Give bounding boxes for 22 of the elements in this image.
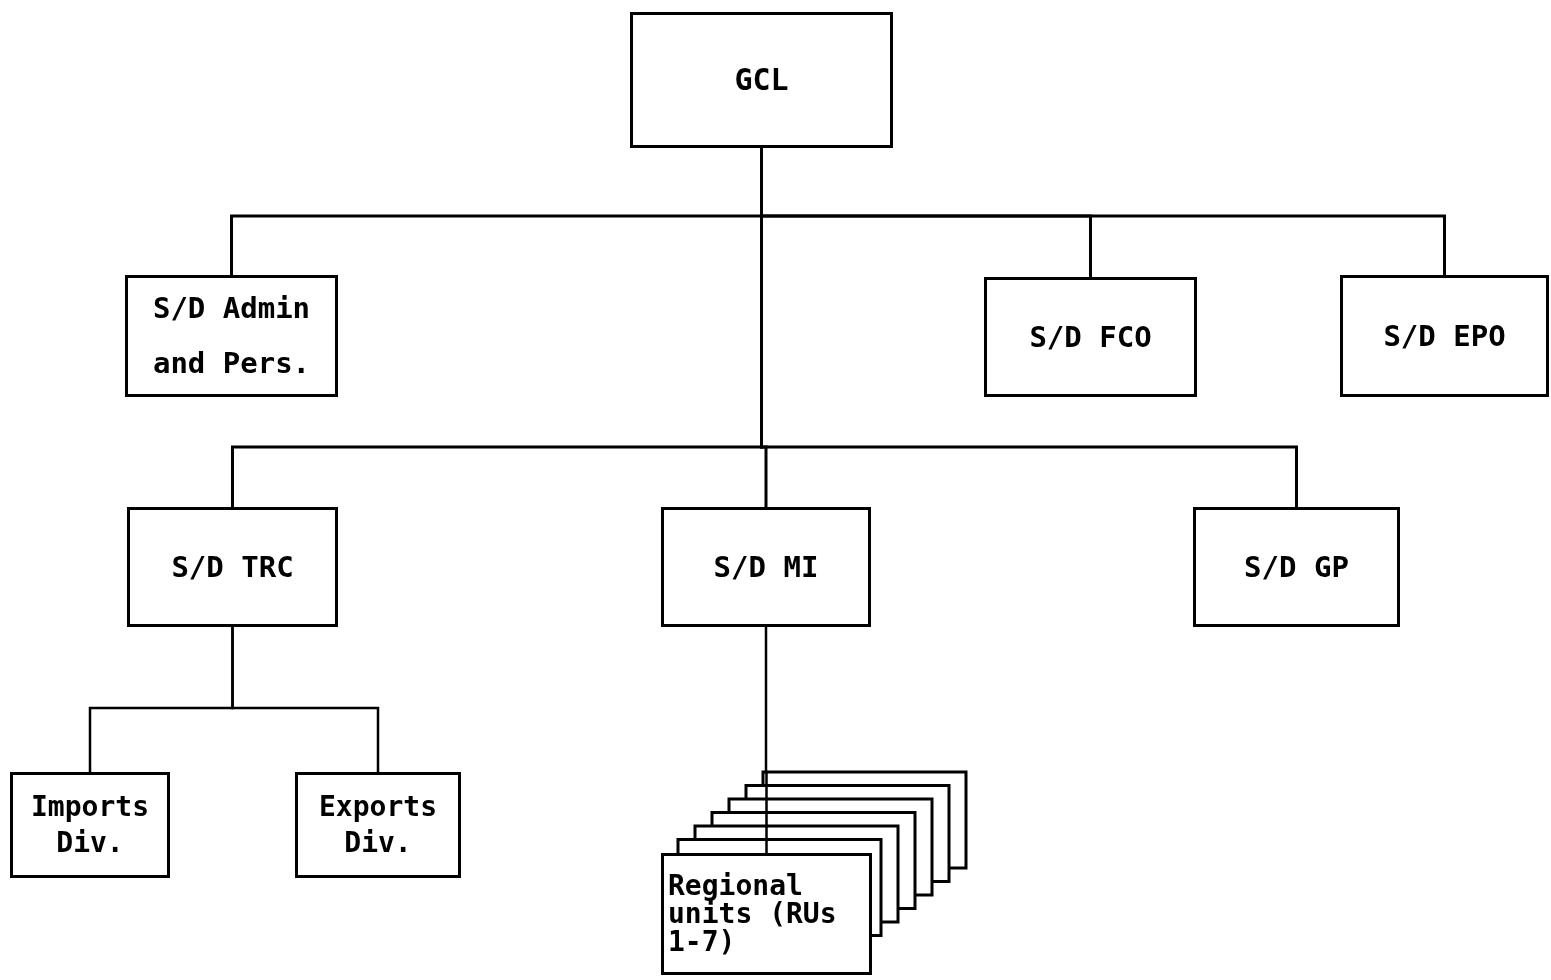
org-box [661, 853, 872, 975]
unit-label: GCL [734, 62, 789, 98]
org-box [661, 507, 871, 627]
org-box [125, 275, 338, 397]
org-box [630, 12, 893, 148]
org-box [1340, 275, 1549, 397]
org-box [1193, 507, 1400, 627]
unit-label: S/D Admin and Pers. [151, 289, 312, 382]
unit-label: S/D FCO [1029, 319, 1152, 355]
unit-label: S/D MI [713, 549, 819, 585]
org-box [10, 772, 170, 878]
unit-label: Imports Div. [30, 788, 150, 861]
org-box [127, 507, 338, 627]
unit-label: S/D EPO [1383, 318, 1506, 354]
unit-label: S/D GP [1244, 549, 1349, 585]
connector-line [764, 627, 768, 853]
unit-label: S/D TRC [171, 549, 294, 585]
unit-label: Exports Div. [318, 788, 438, 861]
org-box [984, 277, 1197, 397]
connector-line [231, 627, 380, 772]
unit-label: Regional units (RUs 1-7) [668, 872, 838, 956]
org-box [295, 772, 461, 878]
